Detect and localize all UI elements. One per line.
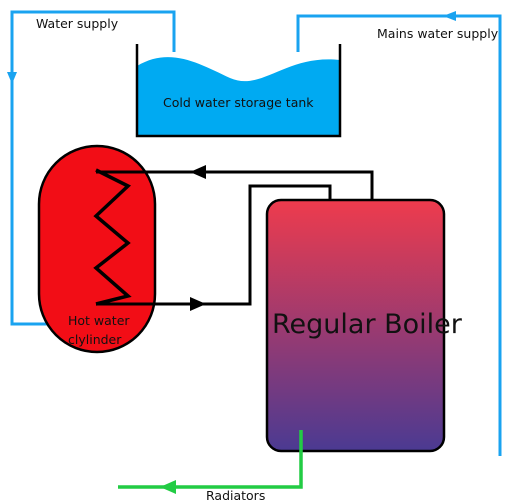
radiators-label: Radiators xyxy=(206,488,265,503)
mains-water-pipe xyxy=(296,14,502,456)
boiler-label: Regular Boiler xyxy=(272,309,463,340)
water-supply-label: Water supply xyxy=(36,16,119,31)
cylinder-coil xyxy=(93,168,132,306)
radiators-pipe xyxy=(118,430,303,489)
hot-water-cylinder-label-line2: clylinder xyxy=(68,332,122,347)
cold-water-tank-walls xyxy=(135,44,342,138)
radiators-arrow xyxy=(160,480,176,494)
mains-water-arrow xyxy=(443,11,456,21)
hot-water-cylinder xyxy=(37,144,157,354)
return-arrow xyxy=(190,297,206,311)
cold-water-tank-water xyxy=(137,57,340,136)
regular-boiler xyxy=(265,198,446,453)
flow-arrow xyxy=(190,165,206,179)
hot-water-cylinder-label-line1: Hot water xyxy=(68,313,130,328)
water-supply-arrow xyxy=(7,72,17,84)
cold-water-tank-label: Cold water storage tank xyxy=(163,95,314,110)
mains-water-supply-label: Mains water supply xyxy=(377,26,499,41)
water-supply-pipe xyxy=(10,10,176,326)
